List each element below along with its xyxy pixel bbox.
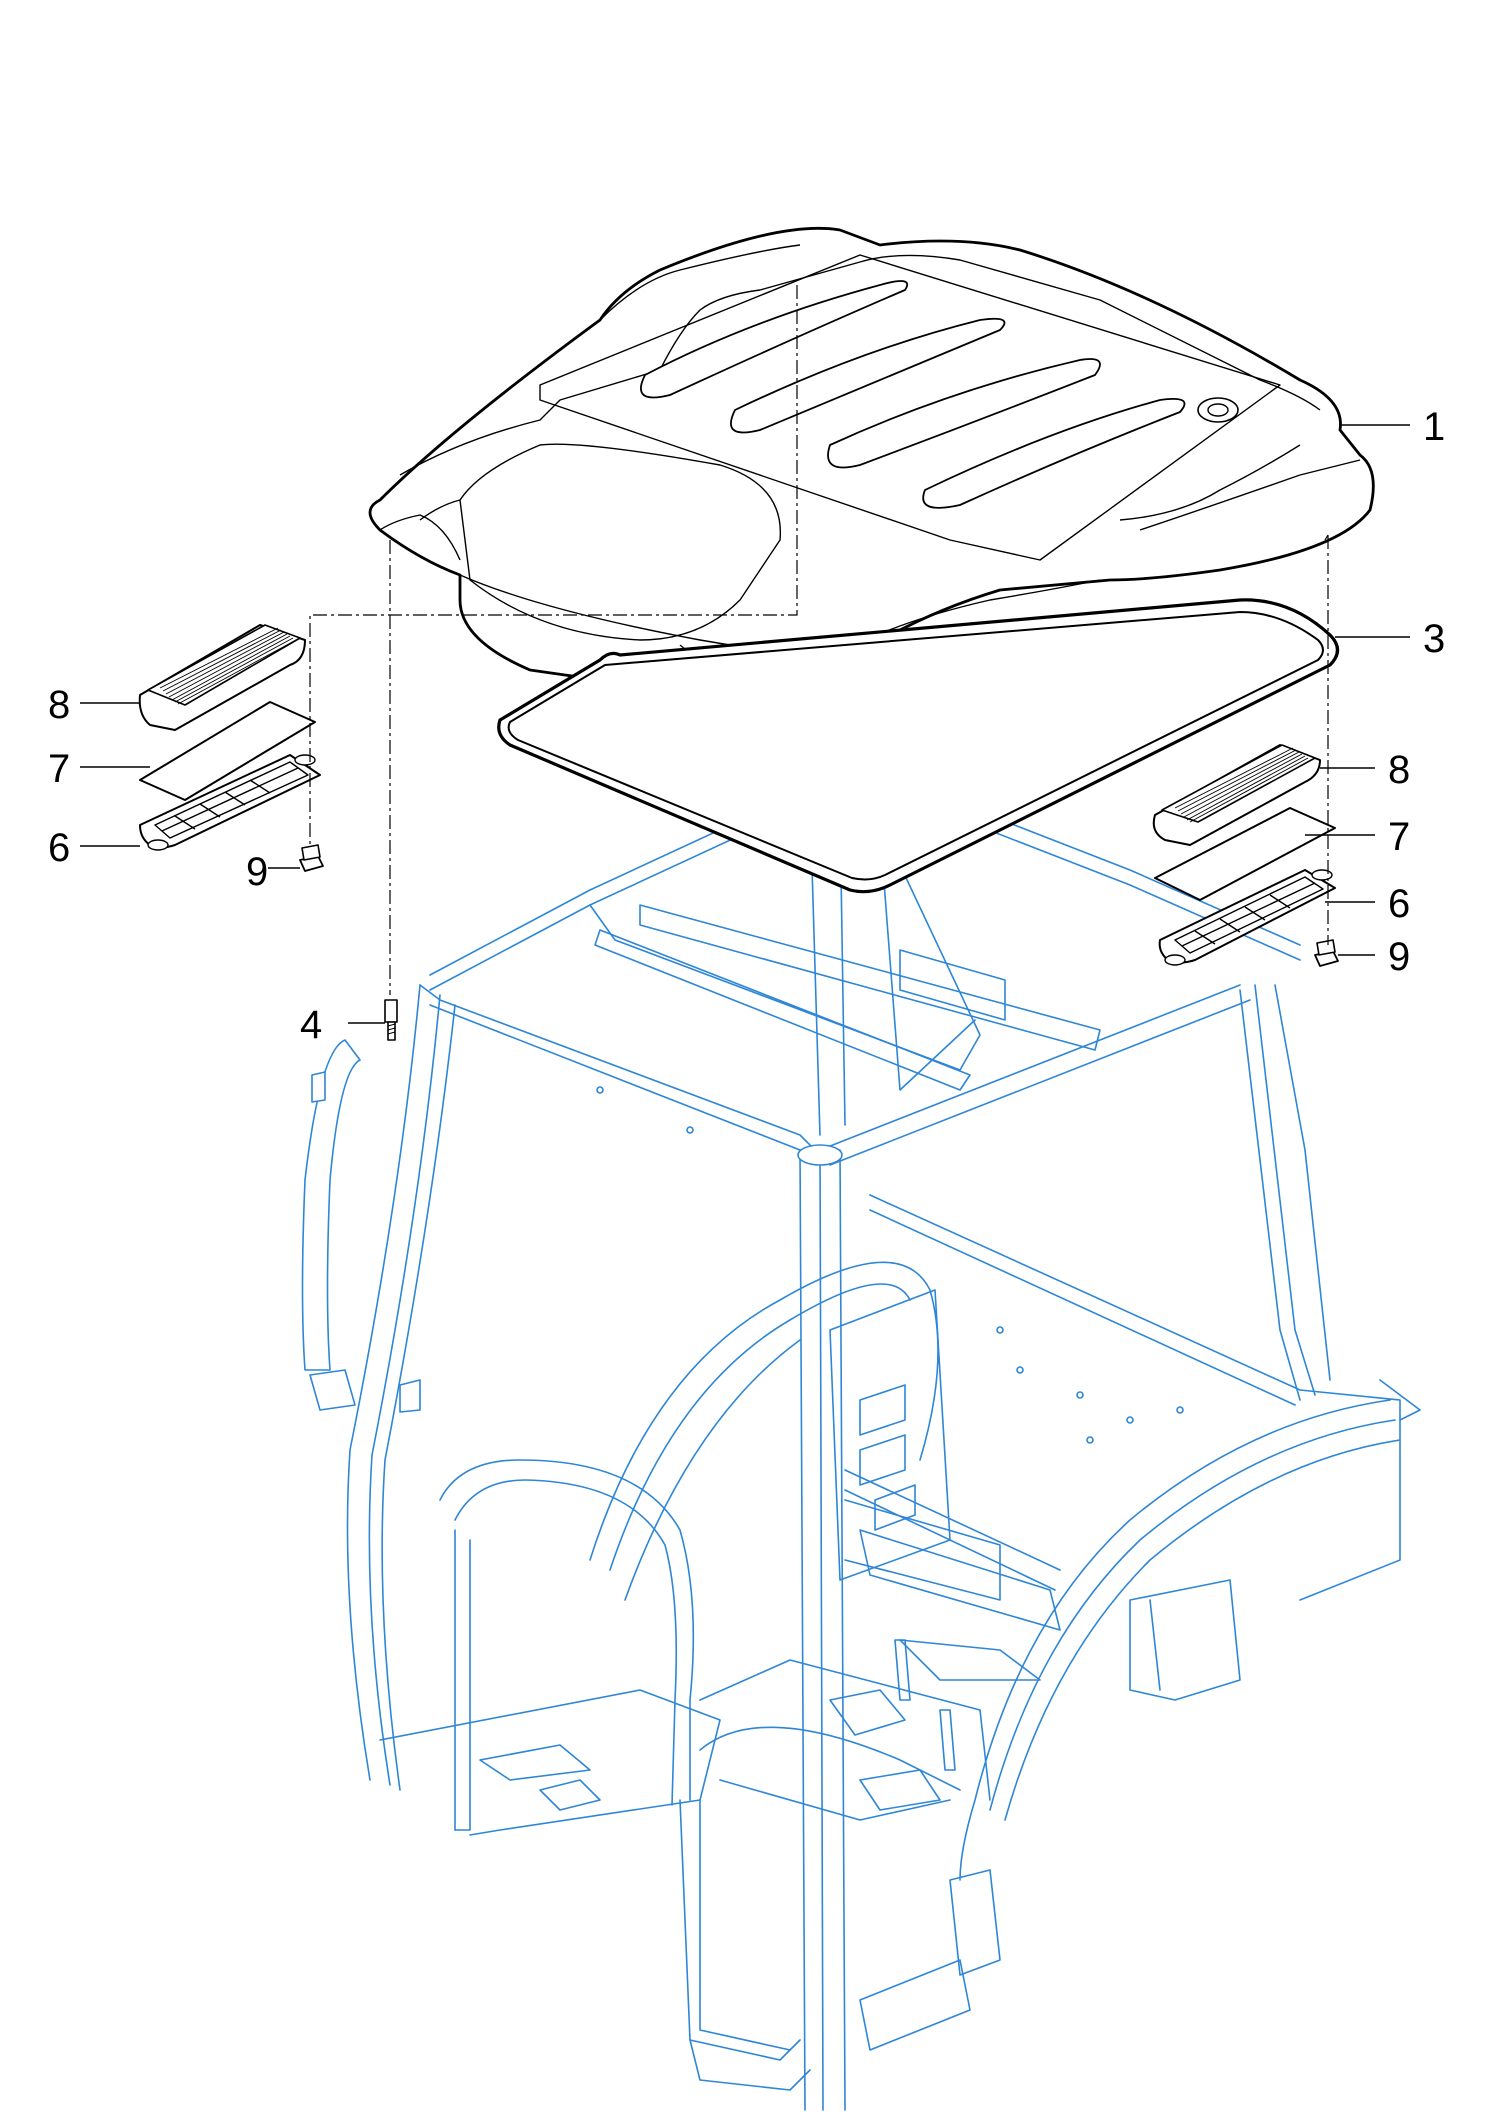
- nut-left: [299, 844, 324, 872]
- callout-8-right: 8: [1388, 748, 1410, 792]
- cab-frame: [301, 764, 1421, 2111]
- filter-mat-right: [1154, 807, 1336, 901]
- nut-right: [1314, 939, 1339, 967]
- callout-labels: 1 3 8 7 6 9 4 8 7 6 9: [48, 405, 1445, 1047]
- callout-4: 4: [300, 1003, 322, 1047]
- callout-7-left: 7: [48, 747, 70, 791]
- callout-6-left: 6: [48, 826, 70, 870]
- bolt-part-4: [384, 999, 398, 1041]
- filter-frame-right: [1158, 869, 1336, 966]
- callout-7-right: 7: [1388, 815, 1410, 859]
- callout-9-right: 9: [1388, 935, 1410, 979]
- filter-element-left: [138, 624, 306, 731]
- left-filter-assembly: [138, 624, 324, 872]
- assembly-center-lines: [309, 285, 1329, 995]
- roof-part-1: [368, 226, 1375, 708]
- callout-1: 1: [1423, 405, 1445, 449]
- callout-leaders: [80, 424, 1410, 1024]
- right-filter-assembly: [1152, 744, 1339, 967]
- filter-mat-left: [139, 701, 316, 801]
- callout-9-left: 9: [246, 850, 268, 894]
- callout-6-right: 6: [1388, 882, 1410, 926]
- filter-element-right: [1152, 744, 1321, 846]
- filter-frame-left: [139, 754, 321, 851]
- seal-part-3: [497, 598, 1340, 894]
- callout-3: 3: [1423, 617, 1445, 661]
- callout-8-left: 8: [48, 683, 70, 727]
